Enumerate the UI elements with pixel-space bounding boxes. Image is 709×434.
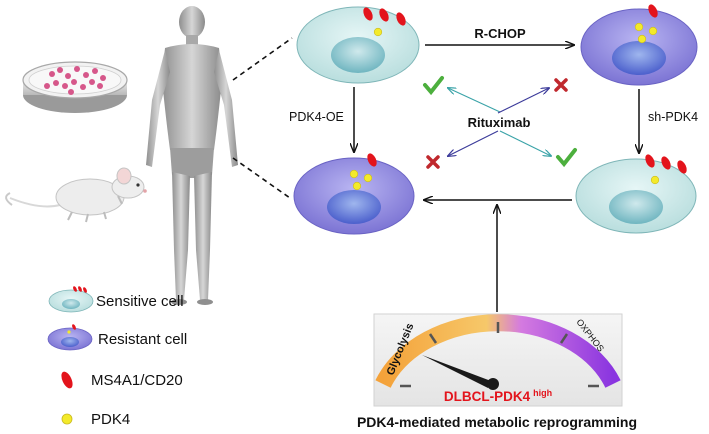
legend-item-cd20: MS4A1/CD20 [61, 371, 183, 389]
label-rituximab: Rituximab [468, 115, 531, 130]
gauge-tick [428, 333, 438, 344]
check-icon [556, 148, 577, 168]
legend-label-resistant: Resistant cell [98, 331, 187, 348]
pdk4-marker [650, 175, 660, 185]
sensitive-cell-top-left [296, 6, 420, 84]
pdk4-marker [352, 181, 362, 191]
pdk4-marker [349, 169, 359, 179]
cd20-marker [379, 8, 389, 22]
resistant-cell-bottom-left [293, 153, 415, 235]
gauge-needle [422, 355, 491, 388]
legend-item-sensitive-cell: Sensitive cell [48, 286, 184, 313]
cross-icon [554, 78, 568, 92]
pdk4-marker [634, 22, 644, 32]
legend: Sensitive cell Resistant cell MS4A1/CD20… [47, 286, 187, 428]
legend-label-pdk4: PDK4 [91, 411, 130, 428]
gauge-tick [559, 333, 569, 344]
cd20-marker [396, 12, 406, 26]
cd20-marker [661, 156, 671, 170]
legend-item-pdk4: PDK4 [61, 411, 130, 428]
arrow-rituximab-to-bottom-left [448, 130, 499, 156]
caption: PDK4-mediated metabolic reprogramming [357, 414, 637, 430]
petri-dish-illustration [22, 61, 128, 113]
dashed-connector-bottom [232, 157, 291, 199]
check-icon [423, 76, 444, 96]
arrow-rituximab-to-top-left [448, 88, 501, 113]
legend-label-sensitive: Sensitive cell [96, 293, 184, 310]
pdk4-marker [637, 34, 647, 44]
cd20-marker [648, 4, 658, 18]
dashed-connector-top [232, 37, 293, 81]
pdk4-marker [648, 26, 658, 36]
human-body-illustration [146, 6, 238, 305]
cd20-marker [367, 153, 377, 167]
pdk4-marker [373, 27, 383, 37]
cd20-marker [677, 160, 687, 174]
cd20-marker [645, 154, 655, 168]
legend-label-cd20: MS4A1/CD20 [91, 372, 183, 389]
resistant-cell-top-right [580, 4, 698, 86]
arrow-rituximab-to-bottom-right [499, 130, 551, 156]
mouse-illustration [5, 167, 147, 223]
legend-item-resistant-cell: Resistant cell [47, 324, 187, 351]
gauge-needle-hub [487, 378, 499, 390]
label-sh-pdk4: sh-PDK4 [648, 110, 698, 124]
cd20-marker [363, 7, 373, 21]
sensitive-cell-bottom-right [575, 154, 697, 234]
arrow-rituximab-to-top-right [497, 88, 549, 114]
label-rchop: R-CHOP [474, 26, 526, 41]
pdk4-marker [363, 173, 373, 183]
cross-icon [426, 155, 440, 169]
label-pdk4-oe: PDK4-OE [289, 110, 344, 124]
